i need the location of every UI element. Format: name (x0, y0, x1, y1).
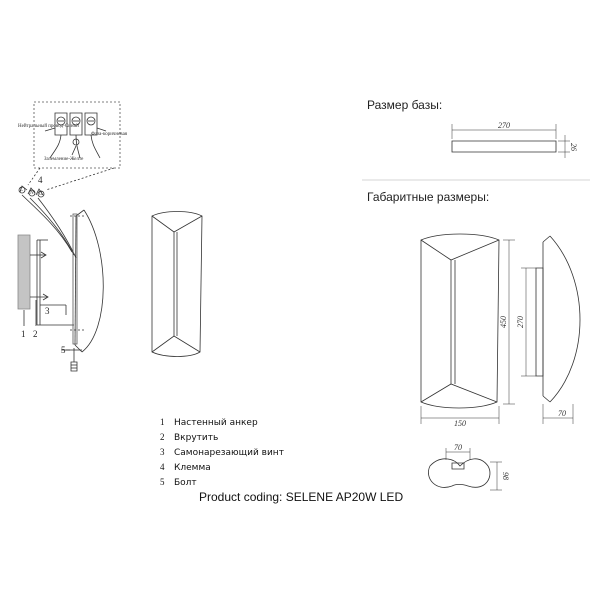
wiring-phase-label: Фаза-коричневая (91, 132, 128, 137)
callout-leaders (40, 305, 70, 350)
wire-letter-l: L (20, 188, 23, 193)
callout-3: 3 (45, 306, 50, 316)
dim-width: 150 (454, 419, 466, 428)
callout-4: 4 (38, 175, 43, 185)
dim-top-width: 70 (454, 443, 462, 452)
lamp-side-dimensioned (521, 236, 580, 424)
bolt (66, 348, 82, 371)
wall-bracket (37, 240, 74, 325)
dim-base-length: 270 (498, 121, 510, 130)
wall-section (18, 235, 48, 326)
dim-base-thickness: 26 (569, 143, 578, 151)
product-coding: Product coding: SELENE AP20W LED (199, 490, 404, 504)
wire-letter-g: G (39, 192, 43, 197)
callout-1: 1 (21, 329, 26, 339)
dim-depth: 70 (558, 409, 566, 418)
dim-bracket-height: 270 (516, 316, 525, 328)
overall-dimensions-heading: Габаритные размеры: (367, 190, 490, 204)
wire-letter-n: N (30, 191, 34, 196)
callout-5: 5 (61, 345, 66, 355)
base-plate-view (452, 124, 570, 158)
base-size-heading: Размер базы: (367, 98, 443, 112)
dim-top-depth: 98 (501, 472, 510, 480)
lamp-side-view-install (70, 210, 103, 352)
lamp-front-dimensioned (421, 234, 515, 424)
wiring-ground-label: Заземление-Желте (44, 157, 84, 162)
callout-2: 2 (33, 329, 38, 339)
lamp-front-view (152, 212, 202, 357)
dim-height: 450 (499, 316, 508, 328)
terminal-block-inset (28, 102, 120, 190)
lamp-top-view (428, 448, 502, 490)
wiring-neutral-label: Нейтральный провод-Синий (18, 124, 79, 129)
